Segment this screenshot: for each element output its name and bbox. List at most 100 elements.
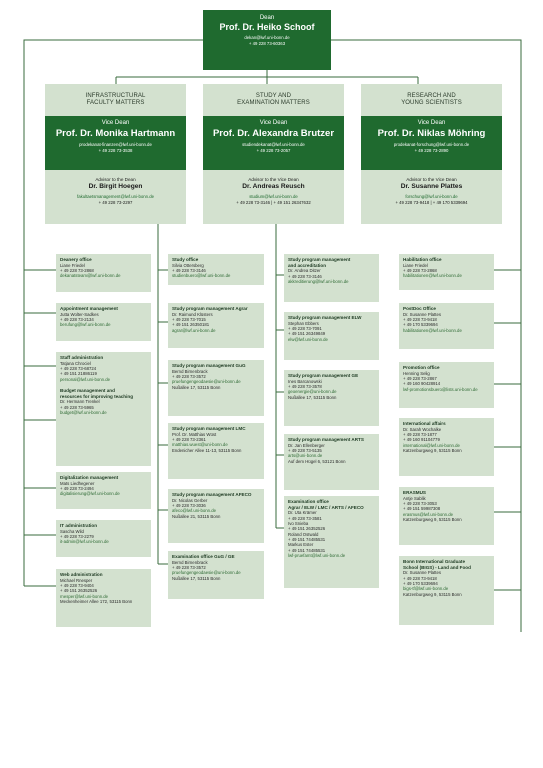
office-title: Agrar / ELW / LMC / ARTS / AFECO xyxy=(288,504,364,510)
connector-left-trunk xyxy=(23,39,203,586)
office-detail: Silvia Ottersberg xyxy=(172,262,204,268)
office-detail: + 49 228 73-2134 xyxy=(60,317,94,323)
office-detail: + 49 151 74485531 xyxy=(288,537,326,543)
office-detail: + 49 170 5339694 xyxy=(403,322,438,328)
vice-dean-name: Prof. Dr. Alexandra Brutzer xyxy=(212,128,335,139)
office-email[interactable]: lwf-promotionsbuero@lists.uni-bonn.de xyxy=(403,386,478,392)
column-title-line: YOUNG SCIENTISTS xyxy=(401,100,462,106)
office-email[interactable]: pruefungengeodaesie@uni-bonn.de xyxy=(172,379,241,385)
advisor-name: Dr. Birgit Hoegen xyxy=(88,183,143,190)
vice-dean-name: Prof. Dr. Niklas Möhring xyxy=(377,128,486,139)
office-detail: + 49 151 74485531 xyxy=(288,547,326,553)
office-detail: Dr. Andrea Ditzer xyxy=(288,268,321,274)
advisor-email[interactable]: fakultaetsmanagement@lwf.uni-bonn.de xyxy=(77,194,154,199)
office-email[interactable]: international@lwf.uni-bonn.de xyxy=(403,442,460,448)
office-detail: Dr. Jan Ellenberger xyxy=(288,442,325,448)
vice-dean-email[interactable]: prodekanat-forschung@lwf.uni-bonn.de xyxy=(393,142,470,147)
office-title: IT administration xyxy=(60,523,98,528)
office-title: Study program management ARTS xyxy=(288,437,364,442)
office-detail: Nußallee 17, 53115 Bonn xyxy=(172,384,221,390)
office-detail: Dr. Nicolas Gerber xyxy=(172,497,208,503)
dean-box: Dean Prof. Dr. Heiko Schoof dekan@lwf.un… xyxy=(203,10,331,70)
office-email[interactable]: it-admin@lwf.uni-bonn.de xyxy=(60,539,109,545)
office-email[interactable]: dekanatsteam@lwf.uni-bonn.de xyxy=(60,273,121,279)
advisor-role: Advisor to the Vice Dean xyxy=(406,177,457,182)
advisor-phone: + 49 228 73-9418 | + 49 170 5339694 xyxy=(395,200,468,205)
office-detail: + 49 228 73-3146 xyxy=(172,268,206,274)
office-email[interactable]: studienbuero@lwf.uni-bonn.de xyxy=(172,273,231,279)
office-title: Study program management GE xyxy=(288,373,359,378)
vice-dean-email[interactable]: studiendekanat@lwf.uni-bonn.de xyxy=(242,142,305,147)
office-email[interactable]: habilitationen@lwf.uni-bonn.de xyxy=(403,273,462,279)
dean-phone: + 49 228 73-60363 xyxy=(248,41,286,46)
office-detail: + 49 151 26352526 xyxy=(60,588,98,594)
vice-dean-email[interactable]: prodekanat-finanzen@lwf.uni-bonn.de xyxy=(79,142,152,147)
office-email[interactable]: habilitationen@lwf.uni-bonn.de xyxy=(403,327,462,333)
office-email[interactable]: digitalisierung@lwf.uni-bonn.de xyxy=(60,491,120,497)
office-title: Habilitation office xyxy=(403,257,442,262)
advisor-email[interactable]: studium@lwf.uni-bonn.de xyxy=(249,194,298,199)
office-detail: Jutta Wolter-Sadkes xyxy=(60,311,99,317)
office-detail: Dr. Sarah Wochalke xyxy=(403,426,442,432)
office-email[interactable]: arts@uni-bonn.de xyxy=(288,453,323,459)
office-email[interactable]: bigs-tf@lwf.uni-bonn.de xyxy=(403,586,449,592)
office-email[interactable]: afeco@lwf.uni-bonn.de xyxy=(172,508,217,514)
office-detail: Dr. Raimund Klüsters xyxy=(172,311,213,317)
office-email[interactable]: pruefungengeodaesie@uni-bonn.de xyxy=(172,570,241,576)
office-detail: + 49 228 73-3146 xyxy=(288,273,322,279)
office-title: resources for improving teaching xyxy=(60,393,134,399)
office-title: International affairs xyxy=(403,421,446,426)
office-title: Examination office GuG / GE xyxy=(172,554,235,559)
office-detail: + 49 228 73-3036 xyxy=(172,503,206,509)
office-detail: Michael Rnesper xyxy=(60,577,93,583)
office-email[interactable]: personal@lwf.uni-bonn.de xyxy=(60,376,110,382)
office-detail: Dr. Hermann Trenkel xyxy=(60,399,100,405)
office-title: Study office xyxy=(172,257,199,262)
office-email[interactable]: akkreditierung@lwf.uni-bonn.de xyxy=(288,279,349,285)
office-detail: + 49 228 73-5965 xyxy=(60,404,94,410)
office-email[interactable]: rnesper@lwf.uni-bonn.de xyxy=(60,593,109,599)
office-email[interactable]: berufung@lwf.uni-bonn.de xyxy=(60,322,111,328)
office-title: Study program management AFECO xyxy=(172,492,252,497)
column-title-line: RESEARCH AND xyxy=(407,92,456,99)
office-detail: + 49 228 73-3578 xyxy=(288,384,322,390)
vice-dean-name: Prof. Dr. Monika Hartmann xyxy=(55,128,176,139)
office-detail: Endenicher Allee 11-13, 53115 Bonn xyxy=(172,447,242,453)
office-email[interactable]: budget@lwf.uni-bonn.de xyxy=(60,410,107,416)
office-email[interactable]: erasmus@lwf.uni-bonn.de xyxy=(403,511,453,517)
office-title: Promotion office xyxy=(403,365,440,370)
dean-role: Dean xyxy=(259,15,275,21)
office-title: Examination office xyxy=(288,499,329,504)
office-detail: + 49 228 73-3572 xyxy=(172,374,206,380)
office-detail: Dr. Susanne Plattes xyxy=(403,311,441,317)
office-detail: + 49 151 21886119 xyxy=(60,371,97,377)
advisor-role: Advisor to the Vice Dean xyxy=(248,177,299,182)
office-email[interactable]: lwf-pruefamt@lwf.uni-bonn.de xyxy=(288,553,346,558)
office-detail: + 49 151 59987308 xyxy=(403,506,441,512)
office-email[interactable]: matthias.wuest@uni-bonn.de xyxy=(172,442,228,448)
office-email[interactable]: elw@lwf.uni-bonn.de xyxy=(288,336,328,342)
advisor-email[interactable]: forschung@lwf.uni-bonn.de xyxy=(405,194,458,199)
office-title: and accreditation xyxy=(288,262,327,268)
office-email[interactable]: geoenergie@uni-bonn.de xyxy=(288,389,337,395)
office-detail: + 49 228 73-7091 xyxy=(288,326,322,332)
dean-email[interactable]: dekan@lwf.uni-bonn.de xyxy=(244,35,290,40)
office-title: Appointment management xyxy=(60,306,118,311)
office-email[interactable]: agrar@lwf.uni-bonn.de xyxy=(172,327,216,333)
office-title: Bonn International Graduate xyxy=(403,559,466,564)
advisor-name: Dr. Susanne Plattes xyxy=(400,183,463,190)
